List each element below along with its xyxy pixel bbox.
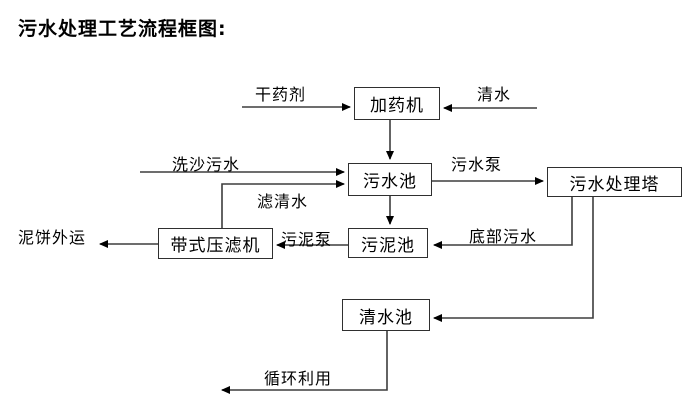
label-sludge-pump: 污泥泵 [281,230,333,249]
label-filtered-water: 滤清水 [257,192,309,211]
label-recycle: 循环利用 [264,369,333,388]
diagram-title: 污水处理工艺流程框图: [18,18,227,40]
node-clean-water-pool: 清水池 [342,299,430,331]
arrow-bottom-sewage-tower-to-sludge-pool [433,197,573,249]
node-belt-filter-press: 带式压滤机 [158,228,273,259]
node-treatment-tower: 污水处理塔 [547,167,682,197]
node-sewage-pool: 污水池 [348,163,432,196]
node-sludge-pool: 污泥池 [348,228,428,258]
label-sand-washing-sewage: 洗沙污水 [172,155,241,174]
label-clean-water: 清水 [477,85,512,104]
arrow-recycle-out [221,331,388,394]
arrow-filtered-water-press-to-sewage-pool [221,180,345,228]
node-dosing-machine: 加药机 [354,87,440,120]
label-dry-chemical: 干药剂 [255,85,307,104]
arrow-tower-to-clean-water-pool [433,197,594,322]
label-mud-cake-out: 泥饼外运 [18,228,87,247]
label-sewage-pump: 污水泵 [451,155,503,174]
label-bottom-sewage: 底部污水 [469,227,538,246]
